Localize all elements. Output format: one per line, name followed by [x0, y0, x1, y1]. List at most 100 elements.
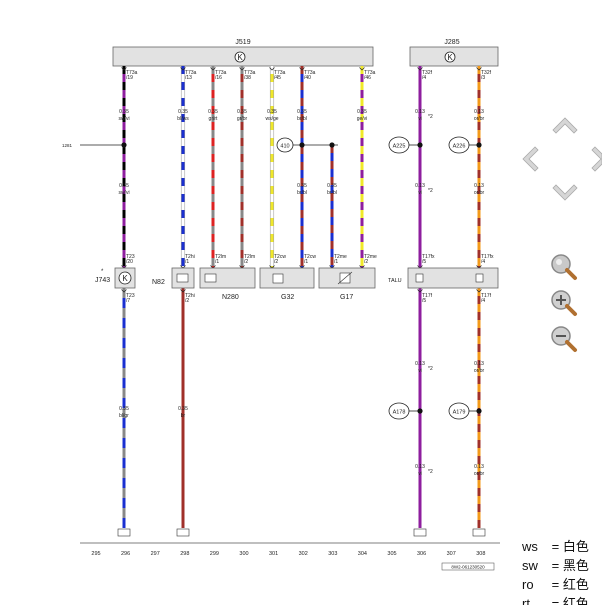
- zoom-in-button[interactable]: [548, 288, 582, 318]
- wire-size-label: 0.13: [474, 464, 484, 470]
- pin-label-top: T73a/46: [364, 70, 376, 81]
- pin-label-mid: T17fx/4: [481, 254, 494, 265]
- module-j285-label: J285: [444, 39, 459, 46]
- pin-arrow: [299, 67, 305, 71]
- wire-size-label: 0.35: [297, 109, 307, 115]
- pin-arrow: [476, 289, 482, 293]
- ruler-tick-label: 305: [387, 551, 396, 557]
- pin-arrow: [359, 67, 365, 71]
- ground-icon-glyph: K: [447, 53, 453, 62]
- pin-label-mid: T23/20: [126, 254, 135, 265]
- wire-color-label: vi: [418, 368, 422, 374]
- ground-icon-glyph: K: [237, 53, 243, 62]
- splice-dot: [121, 142, 127, 148]
- connector-icon: [475, 273, 484, 283]
- valve-icon: [204, 273, 217, 283]
- svg-text:A179: A179: [453, 410, 466, 416]
- connection-a225: A225: [388, 136, 410, 154]
- pin-arrow: [210, 67, 216, 71]
- wire-size-label: 0.13: [415, 183, 425, 189]
- pin-label-lower: T17f/5: [422, 293, 433, 304]
- wire-color-label: vi: [418, 471, 422, 477]
- ruler-tick-label: 297: [151, 551, 160, 557]
- wire-color-label: or/br: [474, 190, 485, 196]
- wire-size-label: 0.35: [327, 183, 337, 189]
- splice-dot: [476, 142, 482, 148]
- connection-a178: A178: [388, 402, 410, 420]
- component-g17: G17: [318, 267, 376, 301]
- splice-dot: [329, 142, 335, 148]
- wire-size-label: 0.35: [267, 109, 277, 115]
- component-n82-label: N82: [152, 279, 165, 286]
- wire-size-label: 0.13: [415, 361, 425, 367]
- wire-color-label: vi: [418, 190, 422, 196]
- svg-text:A178: A178: [393, 410, 406, 416]
- pin-arrow: [269, 67, 275, 71]
- pin-label-mid: T2lm/1: [215, 254, 226, 265]
- wire-color-label: bl/ws: [177, 116, 189, 122]
- splice-dot: [299, 142, 305, 148]
- legend-row: rt = 红色: [522, 596, 589, 605]
- terminal-box: [176, 528, 190, 537]
- wire-color-label: sw/vi: [118, 190, 129, 196]
- pin-label-top: T32f/3: [481, 70, 492, 81]
- pin-label-mid: T2me/1: [334, 254, 347, 265]
- pin-label-lower: T17f/4: [481, 293, 492, 304]
- wire-size-label: 0.35: [237, 109, 247, 115]
- zoom-out-button[interactable]: [548, 324, 582, 354]
- wire-note-label: *2: [428, 114, 433, 120]
- svg-text:8W2-061230520: 8W2-061230520: [451, 565, 485, 570]
- module-j519-label: J519: [235, 39, 250, 46]
- pin-label-top: T73a/40: [304, 70, 316, 81]
- terminal-box: [413, 528, 427, 537]
- splice-dot: [417, 142, 423, 148]
- wire-color-label: gr/rt: [209, 116, 219, 122]
- ruler-tick-label: 295: [91, 551, 100, 557]
- pin-label-top: T73a/19: [126, 70, 138, 81]
- pan-left-icon[interactable]: [522, 146, 539, 172]
- pin-arrow: [121, 67, 127, 71]
- pin-label-lower: T23/7: [126, 293, 135, 304]
- wire-color-label: or/br: [474, 471, 485, 477]
- pin-arrow: [417, 67, 423, 71]
- pan-right-icon[interactable]: [591, 146, 602, 172]
- pin-arrow: [476, 67, 482, 71]
- splice-dot: [417, 408, 423, 414]
- color-code-legend: ws = 白色 sw = 黑色 ro = 红色 rt = 红色: [522, 537, 602, 605]
- ruler-tick-label: 299: [210, 551, 219, 557]
- wire-size-label: 0.13: [474, 361, 484, 367]
- ruler-tick-label: 308: [476, 551, 485, 557]
- component-j743: K J743 *: [95, 267, 136, 289]
- pin-label-mid: T2hi/1: [185, 254, 195, 265]
- component-n82: N82: [152, 267, 195, 289]
- wire-note-label: *2: [428, 469, 433, 475]
- pin-label-top: T73a/13: [185, 70, 197, 81]
- ruler-tick-label: 296: [121, 551, 130, 557]
- zoom-reset-button[interactable]: [548, 252, 582, 282]
- wire-color-label: or/br: [474, 116, 485, 122]
- wire-layer: [122, 66, 481, 528]
- branch-label: 1281: [62, 143, 73, 148]
- wire-size-label: 0.35: [357, 109, 367, 115]
- wire-color-label: gr/br: [237, 116, 248, 122]
- wire-color-label: ge/vi: [357, 116, 368, 122]
- document-reference: 8W2-061230520: [441, 562, 495, 571]
- svg-text:410: 410: [280, 144, 289, 150]
- zoom-controls: [548, 252, 588, 362]
- legend-row: ro = 红色: [522, 577, 589, 592]
- wire-size-label: 0.13: [415, 464, 425, 470]
- pin-label-mid: T2me/2: [364, 254, 377, 265]
- terminal-layer: [117, 528, 486, 537]
- wire-note-label: *2: [428, 366, 433, 372]
- connection-410: 410: [276, 137, 294, 153]
- pin-label-top: T73a/16: [215, 70, 227, 81]
- pan-down-icon[interactable]: [552, 184, 578, 201]
- pan-up-icon[interactable]: [552, 117, 578, 134]
- wire-size-label: 0.13: [415, 109, 425, 115]
- wire-size-label: 0.13: [474, 109, 484, 115]
- ruler-tick-label: 302: [299, 551, 308, 557]
- wire-color-label: br/bl: [297, 116, 307, 122]
- component-g32-label: G32: [281, 294, 294, 301]
- module-j519: J519 K: [112, 39, 374, 67]
